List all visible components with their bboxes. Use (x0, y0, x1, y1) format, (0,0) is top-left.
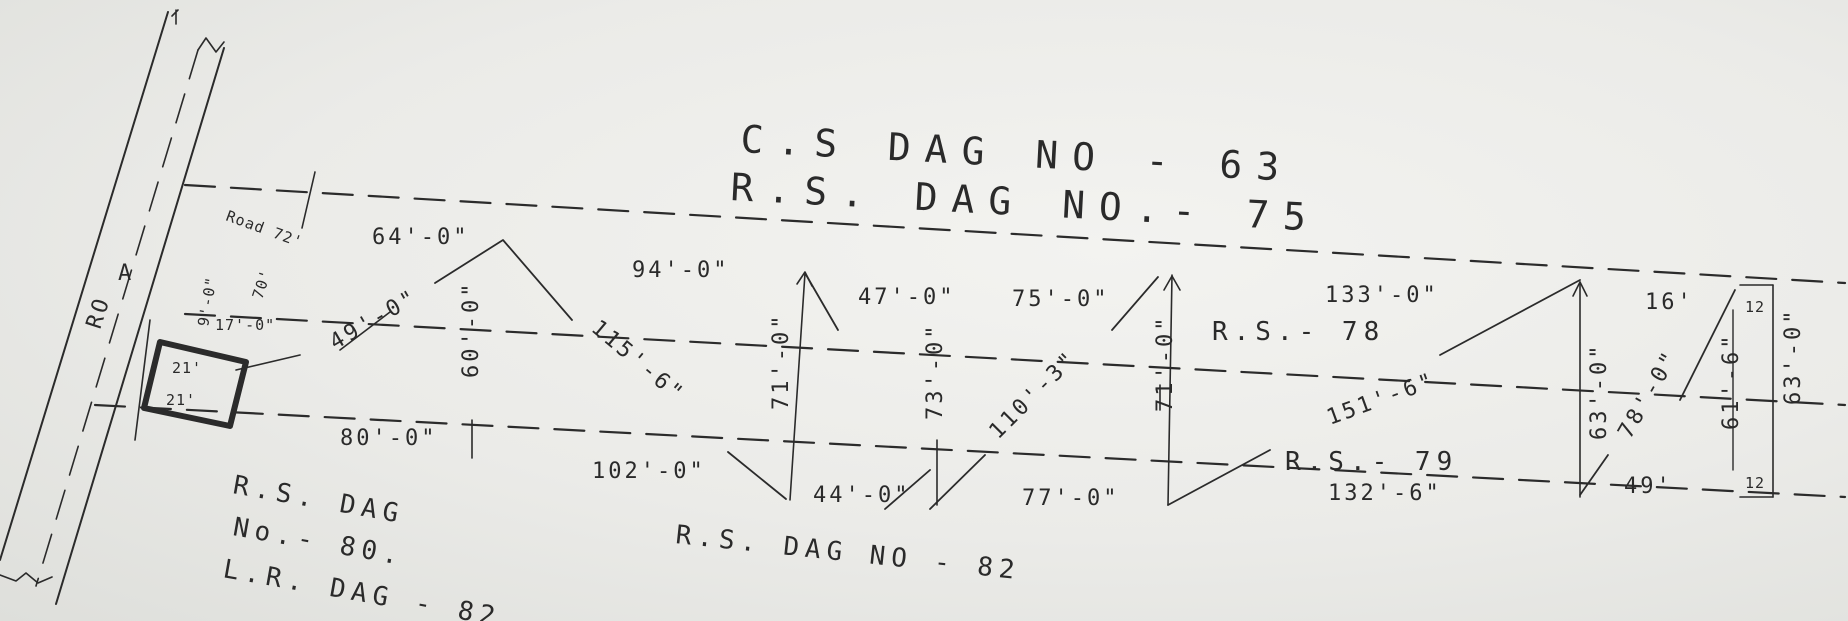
vertical-dim-2: 71'-0" (769, 313, 794, 410)
box-dim-bottom: 21' (166, 391, 196, 409)
boundary-lines (93, 171, 1847, 499)
top-seg-6: 16' (1645, 290, 1694, 315)
vertical-dim-7: 63'-0" (1781, 308, 1806, 405)
bottom-seg-6: 49' (1624, 474, 1673, 499)
bottom-seg-1: 80'-0" (340, 426, 437, 451)
small-dim-bottom: 12 (1745, 474, 1765, 492)
top-seg-1: 64'-0" (372, 225, 469, 250)
left-dim-road: Road 72' (224, 207, 306, 251)
top-seg-4: 75'-0" (1012, 287, 1109, 312)
bottom-rs-dag: R.S. DAG NO - 82 (674, 520, 1022, 586)
structure-box (141, 339, 301, 429)
box-dim-top: 21' (172, 359, 202, 377)
bottom-seg-2: 102'-0" (592, 459, 706, 484)
road-side-a: A (118, 261, 134, 286)
vertical-dim-4: 71'-0" (1153, 315, 1178, 412)
left-dim-70: 70' (249, 267, 275, 301)
top-seg-5: 133'-0" (1325, 283, 1439, 308)
top-seg-3: 47'-0" (858, 285, 955, 310)
vertical-dim-5: 63'-0" (1587, 343, 1612, 440)
vertical-dim-3: 73'-0" (923, 323, 948, 420)
small-dim-top: 12 (1745, 298, 1765, 316)
diagonal-dim-1: 49'-0" (326, 285, 423, 355)
road-label: RO (82, 293, 116, 332)
road-strip (0, 9, 225, 605)
diagonal-dim-2: 115'-6" (586, 315, 689, 407)
vertical-dim-1: 60'-0" (459, 281, 484, 378)
bottom-seg-4: 77'-0" (1022, 486, 1119, 511)
plot-rs-79: R.S.- 79 (1285, 447, 1458, 477)
triangulation-lines (339, 239, 1736, 510)
plot-rs-78: R.S.- 78 (1212, 317, 1385, 347)
vertical-arrows (471, 271, 1774, 506)
top-seg-2: 94'-0" (632, 258, 729, 283)
left-dim-17: 17'-0" (215, 316, 275, 334)
vertical-dim-6: 61'-6" (1719, 333, 1744, 430)
bottom-seg-3: 44'-0" (813, 483, 910, 508)
bottom-seg-5: 132'-6" (1328, 481, 1442, 506)
